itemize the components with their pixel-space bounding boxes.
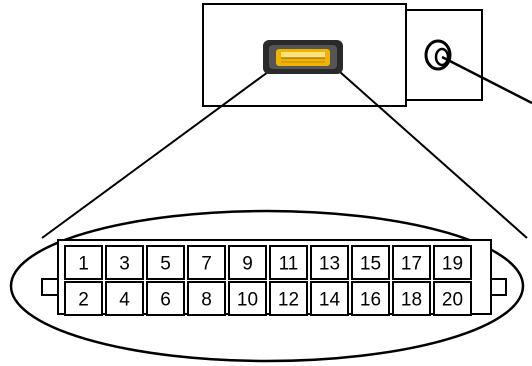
pin-cell: 7 [187, 245, 226, 280]
pin-label: 5 [160, 254, 171, 275]
pin-label: 3 [119, 254, 130, 275]
cable-jack-icon [424, 39, 452, 71]
zoom-line-right [339, 71, 528, 239]
pin-cell: 17 [392, 245, 431, 280]
pin-cell: 5 [146, 245, 185, 280]
pin-cell: 9 [228, 245, 267, 280]
pin-cell: 11 [269, 245, 308, 280]
pin-cell: 14 [310, 281, 349, 316]
pin-cell: 10 [228, 281, 267, 316]
pin-label: 8 [201, 290, 212, 311]
connector-port-icon [263, 40, 343, 74]
pin-cell: 15 [351, 245, 390, 280]
pin-label: 13 [319, 254, 340, 275]
zoom-line-left [41, 71, 269, 239]
pin-cell: 2 [64, 281, 103, 316]
pin-cell: 13 [310, 245, 349, 280]
pin-row-bottom: 2 4 6 8 10 12 14 16 18 20 [64, 281, 472, 316]
pin-cell: 20 [433, 281, 472, 316]
pin-label: 20 [442, 290, 463, 311]
pin-cell: 4 [105, 281, 144, 316]
pin-label: 17 [401, 254, 422, 275]
pin-label: 16 [360, 290, 381, 311]
pin-label: 1 [78, 254, 89, 275]
pin-cell: 19 [433, 245, 472, 280]
pin-label: 11 [279, 254, 299, 275]
pin-cell: 1 [64, 245, 103, 280]
pin-label: 2 [78, 290, 89, 311]
pin-label: 7 [201, 254, 212, 275]
pin-cell: 3 [105, 245, 144, 280]
pin-label: 12 [278, 290, 299, 311]
pin-label: 14 [319, 290, 341, 311]
pin-label: 18 [401, 290, 422, 311]
cable [441, 55, 532, 105]
pin-label: 9 [242, 254, 253, 275]
pin-label: 19 [442, 254, 463, 275]
pin-row-top: 1 3 5 7 9 11 13 15 17 19 [64, 245, 472, 280]
pin-cell: 16 [351, 281, 390, 316]
pin-label: 10 [237, 290, 258, 311]
pin-label: 4 [119, 290, 130, 311]
pin-cell: 18 [392, 281, 431, 316]
pin-cell: 12 [269, 281, 308, 316]
pin-label: 15 [360, 254, 381, 275]
pin-cell: 8 [187, 281, 226, 316]
pin-label: 6 [160, 290, 171, 311]
pin-cell: 6 [146, 281, 185, 316]
